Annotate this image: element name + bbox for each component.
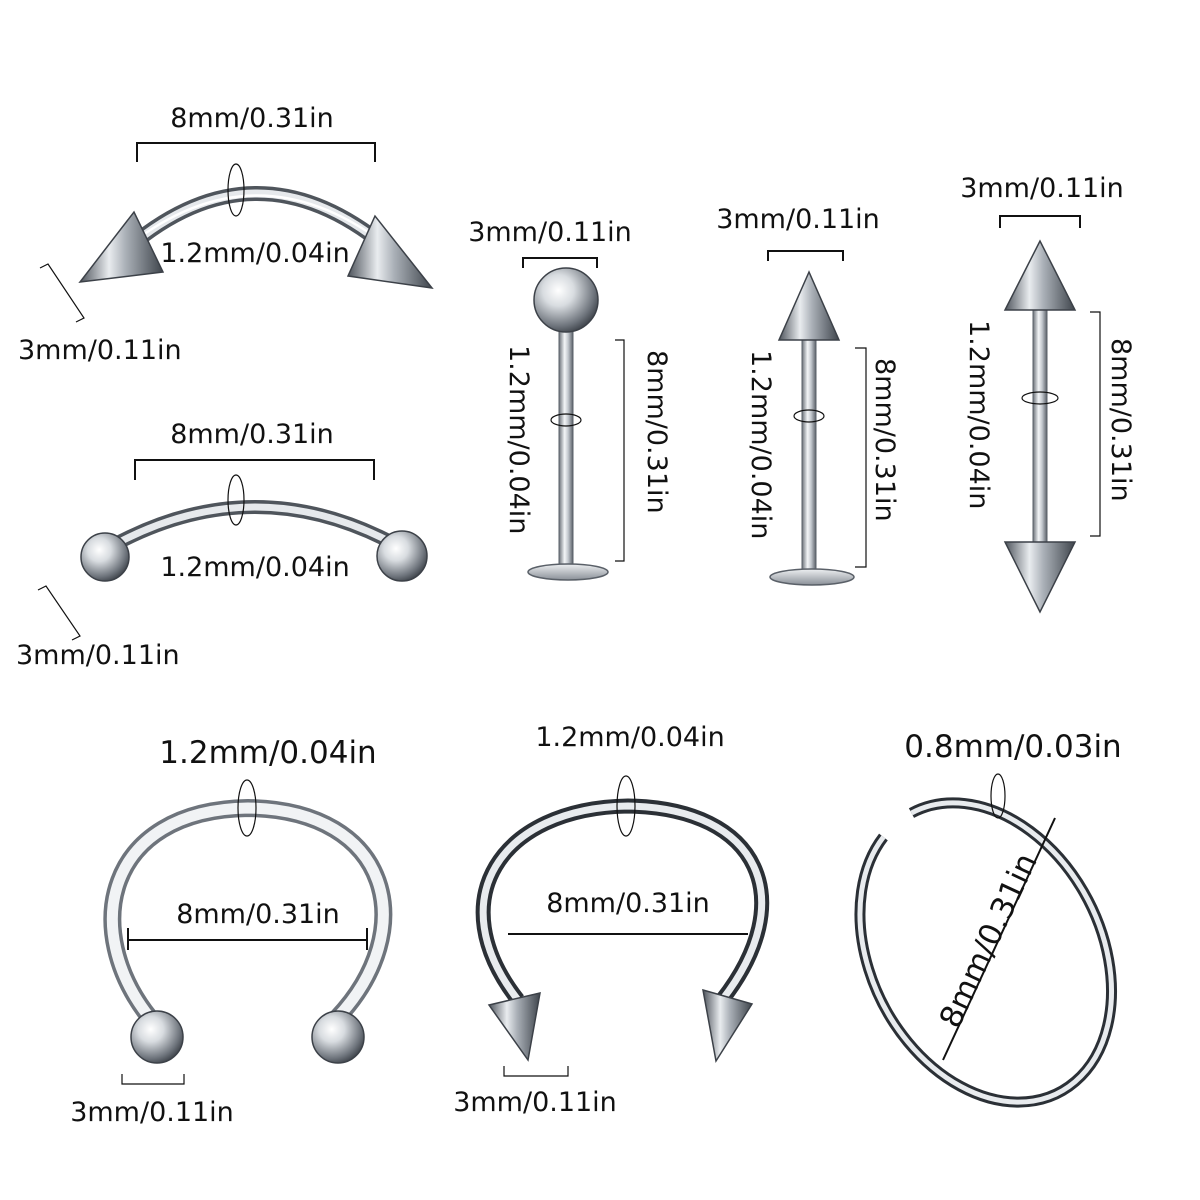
labret-spike-end-label: 3mm/0.11in — [716, 204, 880, 235]
straight-spike-barbell: 3mm/0.11in 1.2mm/0.04in 8mm/0.31in — [960, 173, 1136, 614]
labret-spike-length-label: 8mm/0.31in — [869, 358, 900, 522]
horseshoe-ball-diameter-label: 8mm/0.31in — [176, 899, 340, 930]
nose-hoop-gauge-label: 0.8mm/0.03in — [904, 729, 1121, 765]
curved-ball-barbell: 8mm/0.31in 1.2mm/0.04in 3mm/0.11in — [16, 419, 428, 671]
curved-spike-right-cone — [346, 214, 434, 290]
straight-spike-gauge-label: 1.2mm/0.04in — [963, 320, 994, 509]
curved-spike-gauge-marker — [227, 163, 245, 217]
labret-ball-top — [533, 267, 599, 333]
curved-spike-end-dimension — [39, 263, 85, 323]
labret-spike-cone — [777, 270, 841, 341]
horseshoe-ball-gauge-label: 1.2mm/0.04in — [159, 735, 376, 771]
curved-ball-end-label: 3mm/0.11in — [16, 640, 180, 671]
curved-ball-length-label: 8mm/0.31in — [170, 419, 334, 450]
horseshoe-spike-ring — [479, 802, 765, 1003]
straight-spike-gauge-marker — [1021, 391, 1059, 405]
labret-spike-disc — [769, 568, 855, 586]
nose-hoop-diameter-dimension — [942, 817, 1056, 1061]
labret-spike-end-dimension — [767, 250, 844, 261]
curved-spike-end-label: 3mm/0.11in — [18, 335, 182, 366]
straight-spike-end-dimension — [999, 215, 1081, 228]
horseshoe-ball-ring — [106, 802, 389, 1022]
labret-ball-gauge-label: 1.2mm/0.04in — [503, 345, 534, 534]
straight-spike-bottom-cone — [1003, 541, 1077, 614]
labret-ball-end-label: 3mm/0.11in — [468, 217, 632, 248]
labret-ball-length-dimension — [615, 339, 625, 562]
nose-hoop-ring — [857, 800, 1114, 1105]
horseshoe-ball-gauge-marker — [237, 779, 257, 837]
nose-hoop: 0.8mm/0.03in 8mm/0.31in — [854, 729, 1122, 1108]
horseshoe-ball-right-ball — [311, 1010, 365, 1064]
curved-ball-gauge-marker — [227, 474, 245, 526]
horseshoe-ball: 1.2mm/0.04in 8mm/0.31in 3mm/0.11in — [70, 735, 393, 1128]
curved-ball-gauge-label: 1.2mm/0.04in — [160, 552, 349, 583]
curved-spike-left-cone — [78, 210, 165, 283]
curved-ball-right-ball — [376, 530, 428, 582]
horseshoe-spike-gauge-marker — [616, 775, 636, 837]
horseshoe-ball-end-label: 3mm/0.11in — [70, 1097, 234, 1128]
labret-ball-end-dimension — [522, 257, 598, 268]
labret-spike: 3mm/0.11in 1.2mm/0.04in 8mm/0.31in — [716, 204, 900, 586]
curved-spike-length-label: 8mm/0.31in — [170, 103, 334, 134]
horseshoe-spike-right-cone — [702, 988, 754, 1064]
nose-hoop-diameter-label: 8mm/0.31in — [933, 848, 1045, 1033]
labret-spike-post — [801, 335, 817, 579]
horseshoe-spike-gauge-label: 1.2mm/0.04in — [535, 722, 724, 753]
horseshoe-spike: 1.2mm/0.04in 8mm/0.31in 3mm/0.11in — [453, 722, 769, 1118]
straight-spike-length-label: 8mm/0.31in — [1105, 338, 1136, 502]
labret-ball: 3mm/0.11in 1.2mm/0.04in 8mm/0.31in — [468, 217, 672, 581]
labret-spike-gauge-marker — [793, 409, 825, 423]
curved-spike-bar-highlight — [127, 194, 386, 247]
straight-spike-length-dimension — [1090, 311, 1101, 537]
curved-spike-length-dimension: 8mm/0.31in — [136, 103, 376, 162]
horseshoe-ball-diameter-dimension — [127, 928, 368, 950]
straight-spike-end-label: 3mm/0.11in — [960, 173, 1124, 204]
labret-ball-post — [558, 311, 574, 575]
horseshoe-spike-diameter-label: 8mm/0.31in — [546, 888, 710, 919]
curved-spike-gauge-label: 1.2mm/0.04in — [160, 238, 349, 269]
horseshoe-spike-left-cone — [487, 992, 541, 1062]
straight-spike-bar — [1032, 305, 1048, 545]
labret-ball-disc — [527, 563, 609, 581]
labret-spike-length-dimension — [855, 347, 867, 568]
curved-ball-length-dimension: 8mm/0.31in — [134, 419, 375, 480]
straight-spike-top-cone — [1003, 239, 1077, 311]
curved-ball-left-ball — [80, 532, 130, 582]
horseshoe-ball-left-ball — [130, 1010, 184, 1064]
labret-ball-gauge-marker — [550, 413, 582, 427]
nose-hoop-gauge-marker — [990, 773, 1006, 819]
labret-ball-length-label: 8mm/0.31in — [641, 350, 672, 514]
horseshoe-ball-end-dimension — [121, 1074, 185, 1085]
nose-hoop-ring-group — [854, 797, 1117, 1108]
curved-ball-end-dimension — [37, 585, 81, 641]
curved-spike-barbell: 8mm/0.31in 1.2mm/0.04in 3mm/0.11in — [18, 103, 434, 366]
horseshoe-spike-end-dimension — [503, 1066, 569, 1077]
labret-spike-gauge-label: 1.2mm/0.04in — [745, 350, 776, 539]
horseshoe-spike-end-label: 3mm/0.11in — [453, 1087, 617, 1118]
curved-ball-bar — [110, 503, 400, 550]
